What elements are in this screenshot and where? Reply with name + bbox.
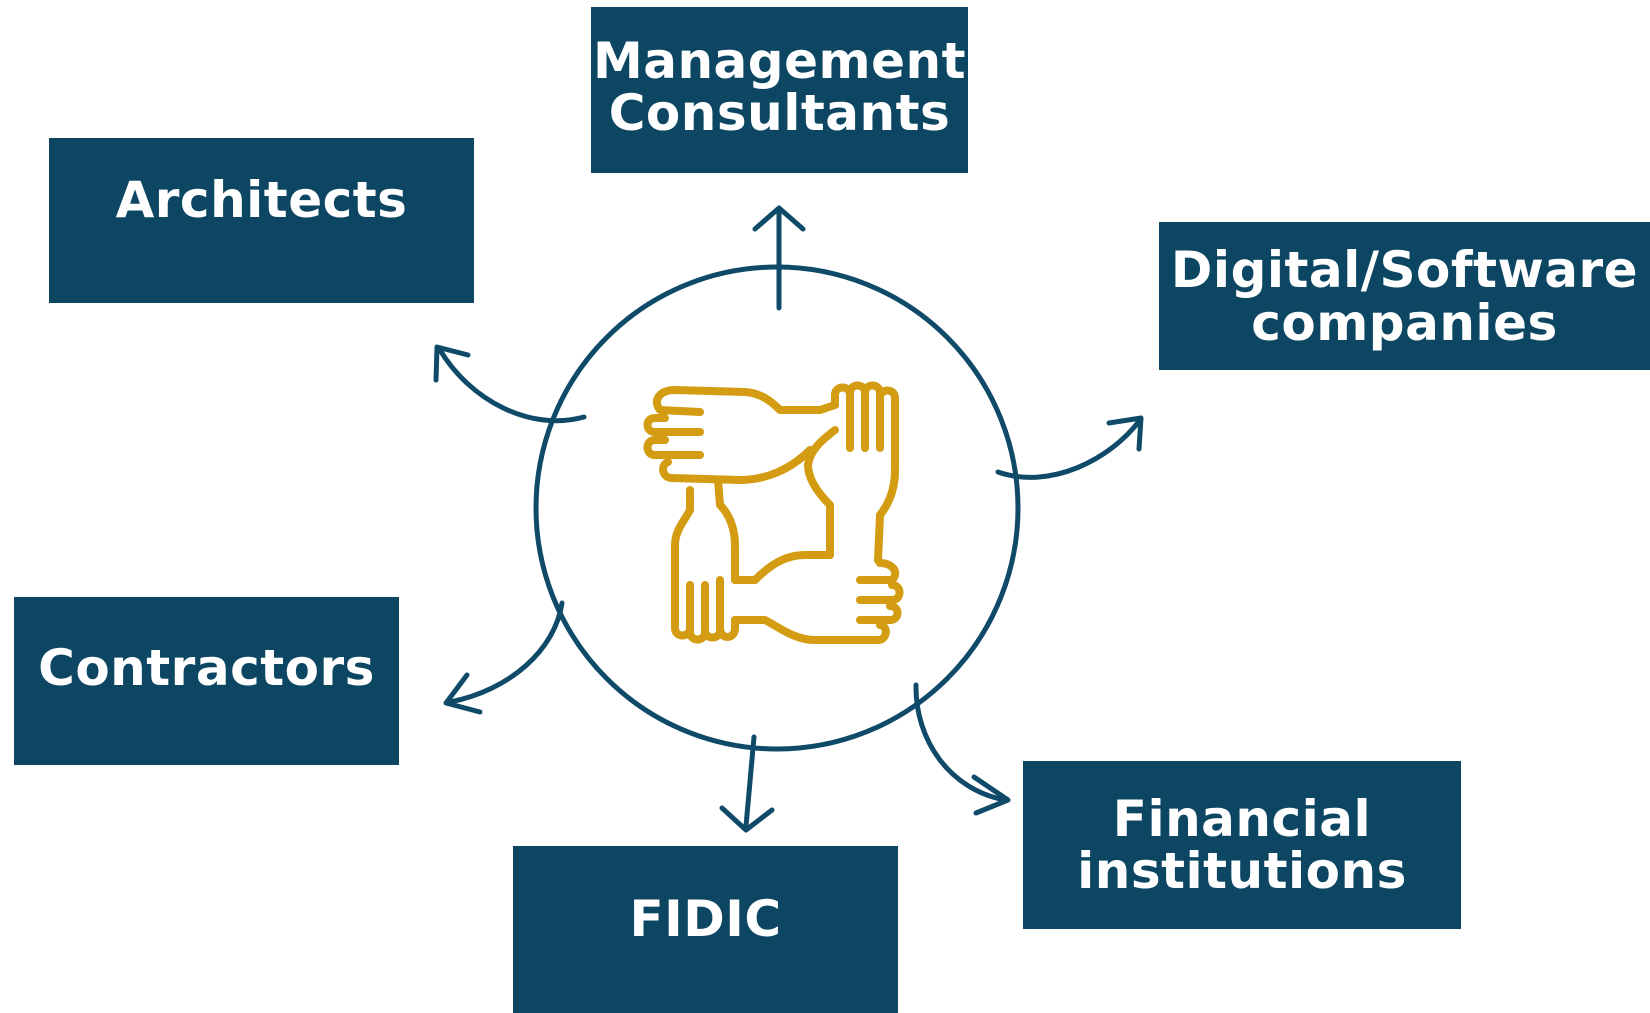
architects-box: Architects	[49, 138, 474, 303]
financial-institutions-box: Financial institutions	[1023, 761, 1461, 929]
arrow-to-management	[752, 205, 806, 311]
management-consultants-box: Management Consultants	[591, 7, 968, 173]
arrow-to-digital	[995, 415, 1144, 480]
financial-institutions-label: Financial institutions	[1077, 789, 1407, 900]
arrow-to-architects	[433, 344, 587, 424]
contractors-box: Contractors	[14, 597, 399, 765]
digital-software-companies-label: Digital/Software companies	[1170, 241, 1639, 352]
management-consultants-label: Management Consultants	[592, 31, 967, 142]
contractors-label: Contractors	[38, 638, 375, 697]
arrow-to-financial	[913, 682, 1011, 816]
fidic-label: FIDIC	[629, 890, 782, 949]
teamwork-hands-icon	[643, 381, 904, 644]
center-circle	[533, 264, 1021, 752]
digital-software-companies-box: Digital/Software companies	[1159, 222, 1650, 370]
arrow-to-fidic	[719, 734, 775, 833]
architects-label: Architects	[115, 171, 408, 229]
fidic-box: FIDIC	[513, 846, 898, 1013]
arrow-to-contractors	[443, 600, 565, 715]
